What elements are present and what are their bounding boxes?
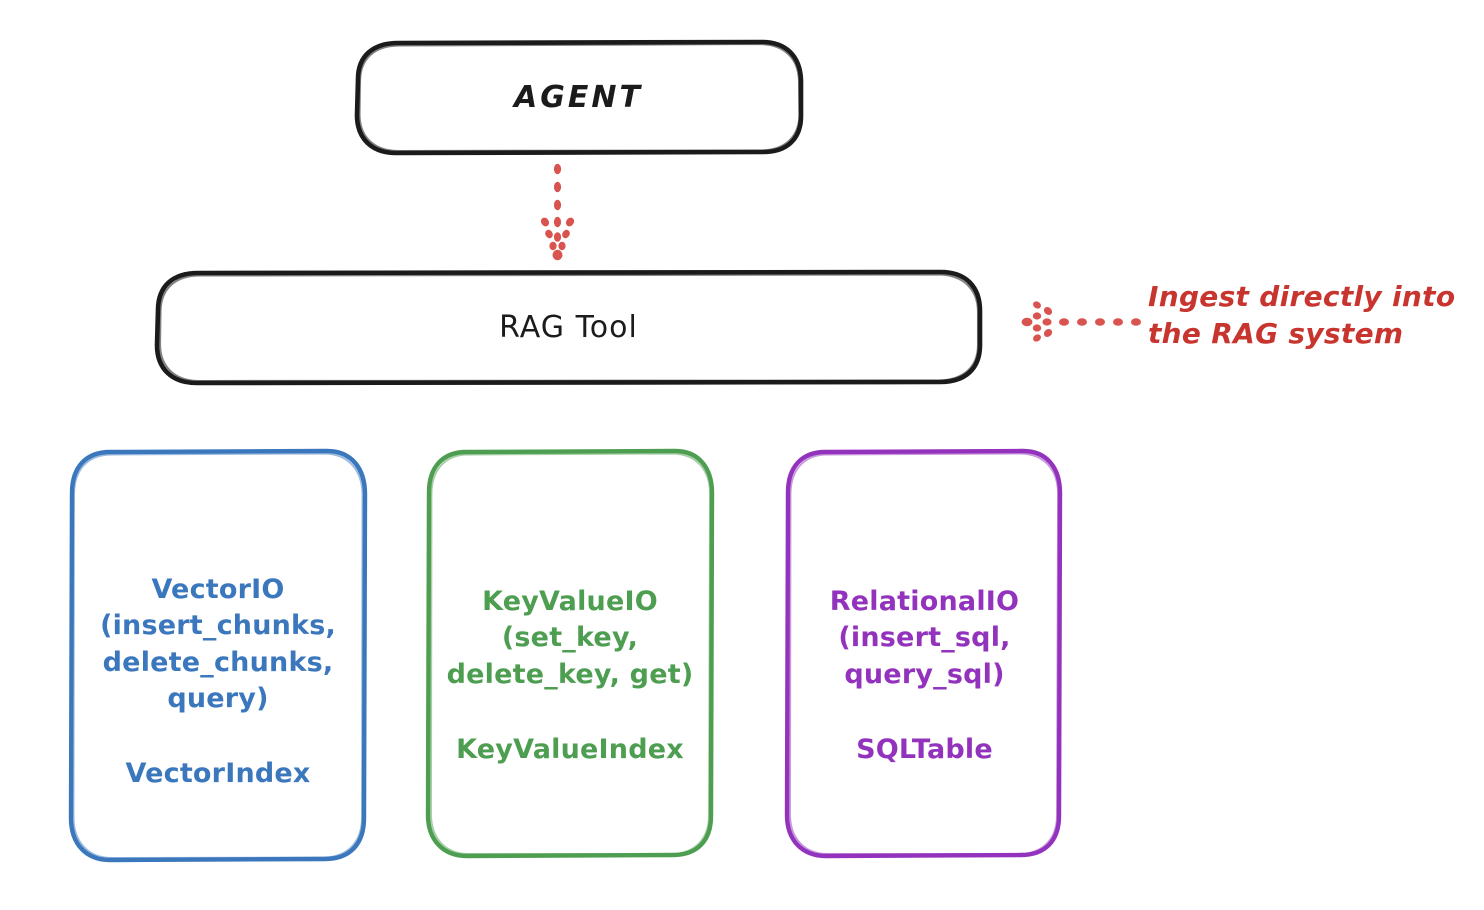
relational-io-box-outline (784, 448, 1063, 859)
agent-box-outline (354, 39, 804, 156)
key-value-io-box-outline-sketch (430, 452, 711, 855)
agent-node[interactable] (354, 39, 804, 156)
connector-agent-to-rag-tool (540, 163, 575, 261)
connector-ingest-to-rag-tool (1021, 301, 1141, 342)
rag-tool-box-outline (154, 269, 983, 386)
ingest-annotation-label: Ingest directly into the RAG system (1148, 280, 1456, 350)
rag-tool-node[interactable] (154, 269, 983, 386)
key-value-io-box-outline (425, 448, 715, 859)
rag-tool-box-outline-sketch (158, 273, 980, 383)
vector-io-node[interactable] (68, 448, 368, 863)
relational-io-node[interactable] (784, 448, 1063, 859)
vector-io-box-outline-sketch (72, 452, 364, 859)
relational-io-box-outline-sketch (789, 452, 1059, 855)
vector-io-box-outline (68, 448, 368, 863)
agent-box-outline-sketch (358, 42, 801, 153)
key-value-io-node[interactable] (425, 448, 715, 859)
